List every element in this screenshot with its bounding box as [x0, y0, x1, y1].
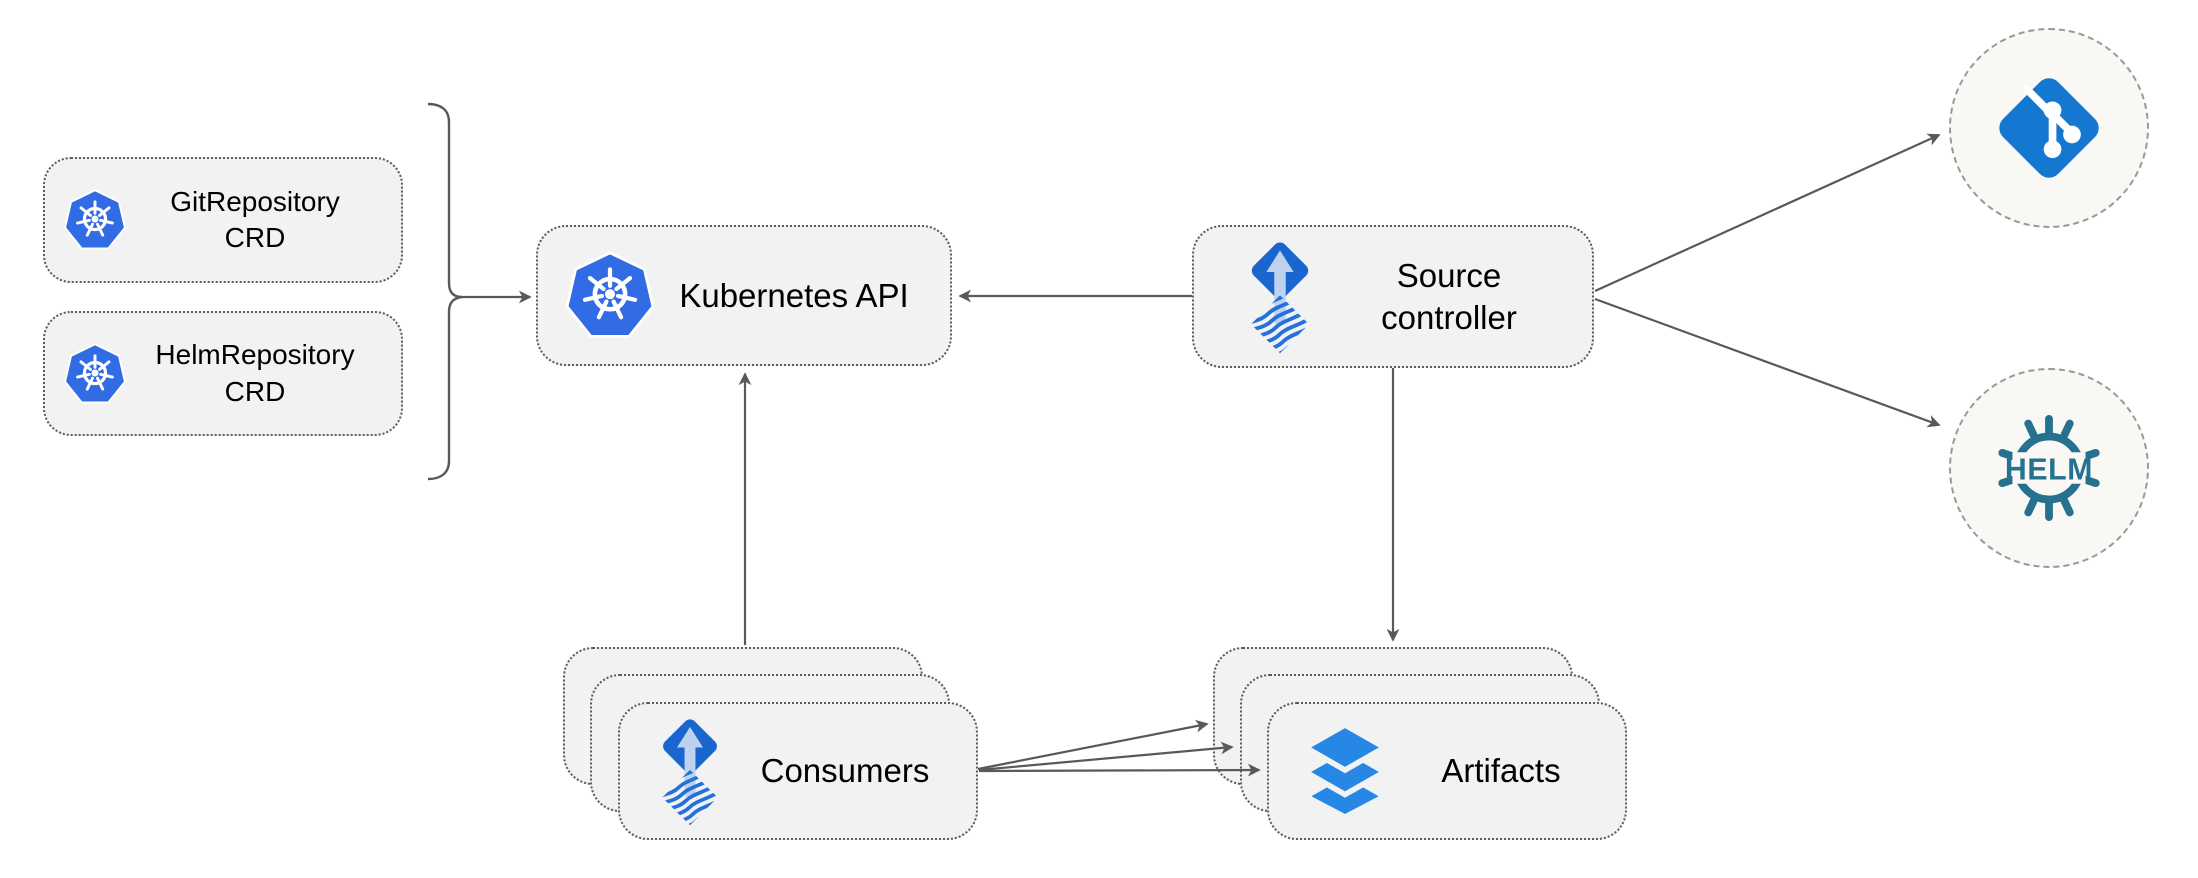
kubernetes-icon: [63, 342, 127, 405]
helm-icon: HELM: [1998, 414, 2100, 522]
label-line: CRD: [224, 222, 286, 253]
flux-icon: [648, 716, 732, 827]
node-source-controller: Source controller: [1192, 225, 1594, 368]
node-label: Source controller: [1324, 255, 1592, 338]
node-kubernetes-api: Kubernetes API: [536, 225, 952, 366]
label-line: HelmRepository: [155, 339, 355, 371]
kubernetes-icon: [63, 189, 127, 251]
node-helm-endpoint: HELM: [1949, 368, 2149, 568]
node-label: Kubernetes API: [679, 276, 909, 314]
layers-icon: [1295, 723, 1395, 819]
edge-source-controller-to-git: [1594, 133, 1941, 293]
node-label: Consumers: [760, 752, 930, 790]
node-label: HelmRepository CRD: [127, 337, 401, 410]
label-line: controller: [1381, 298, 1517, 336]
label-line: Source: [1396, 257, 1502, 295]
label-line: CRD: [224, 375, 286, 407]
node-artifacts: Artifacts: [1267, 702, 1627, 840]
edge-source-controller-to-helm: [1594, 297, 1941, 428]
node-gitrepository-crd: GitRepository CRD: [43, 157, 403, 283]
git-icon: [1999, 78, 2099, 178]
helm-logo-text: HELM: [2005, 453, 2093, 486]
edge-consumers-to-artifacts-middle: [978, 741, 1234, 772]
kubernetes-icon: [564, 251, 656, 340]
node-consumers: Consumers: [618, 702, 978, 840]
flux-icon: [1236, 239, 1324, 355]
node-helmrepository-crd: HelmRepository CRD: [43, 311, 403, 436]
label-line: GitRepository: [170, 185, 340, 217]
crd-group-bracket: [427, 102, 463, 481]
node-git-endpoint: [1949, 28, 2149, 228]
node-label: GitRepository CRD: [127, 184, 401, 257]
node-label: Artifacts: [1441, 752, 1561, 790]
edge-consumers-to-artifacts-back: [977, 719, 1209, 771]
